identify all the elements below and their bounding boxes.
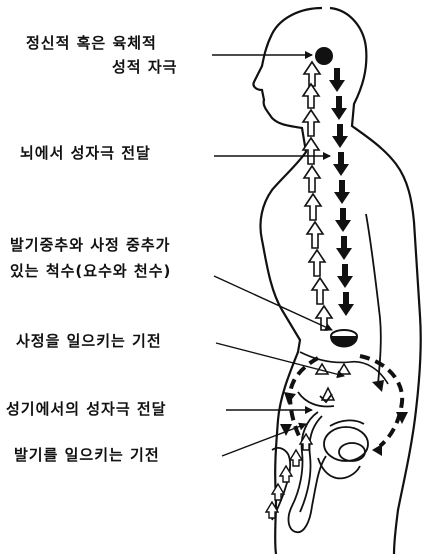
up-outline-arrow-icon [303, 110, 319, 136]
ejaculation-label: 사정을 일으키는 기전 [16, 332, 162, 351]
down-solid-arrow-icon [334, 180, 350, 204]
spinal-leader [214, 276, 332, 330]
genital-organs [272, 392, 368, 532]
down-solid-arrow-icon [331, 96, 347, 120]
genital-transmit-label: 성기에서의 성자극 전달 [6, 400, 166, 419]
up-outline-arrow-icon [309, 250, 325, 276]
down-solid-arrow-icon [333, 152, 349, 176]
spinal-label-line1: 발기중추와 사정 중추가 [10, 236, 170, 255]
brain-transmit-label: 뇌에서 성자극 전달 [20, 144, 151, 163]
spinal-segment [331, 330, 357, 347]
brain-dot-icon [315, 47, 333, 65]
up-arrow-column [303, 62, 332, 330]
up-outline-arrow-icon [303, 84, 319, 108]
erection-arrow-path [266, 434, 312, 518]
up-outline-arrow-icon [304, 166, 320, 192]
down-solid-arrow-icon [329, 68, 345, 92]
up-outline-arrow-icon [304, 62, 320, 86]
up-outline-arrow-icon [307, 222, 323, 248]
up-outline-arrow-icon [305, 194, 321, 220]
erection-label: 발기를 일으키는 기전 [14, 446, 160, 465]
down-solid-arrow-icon [372, 380, 384, 392]
down-solid-arrow-icon [337, 264, 353, 288]
ejaculation-leader [216, 343, 344, 376]
up-outline-arrow-icon [338, 364, 350, 374]
down-solid-arrow-icon [335, 208, 351, 232]
stimulus-label-line1: 정신적 혹은 육체적 [26, 34, 157, 53]
down-solid-arrow-icon [332, 124, 348, 148]
down-solid-arrow-icon [338, 292, 354, 316]
up-outline-arrow-icon [290, 450, 302, 466]
down-solid-arrow-icon [372, 444, 382, 456]
spinal-label-line2: 있는 척수(요수와 천수) [10, 262, 171, 281]
erection-leader [222, 424, 306, 456]
pelvic-arrow-loop [280, 356, 408, 456]
up-outline-arrow-icon [312, 278, 328, 304]
down-solid-arrow-icon [336, 236, 352, 260]
stimulus-label-line2: 성적 자극 [112, 58, 177, 77]
down-arrow-column [329, 68, 354, 316]
